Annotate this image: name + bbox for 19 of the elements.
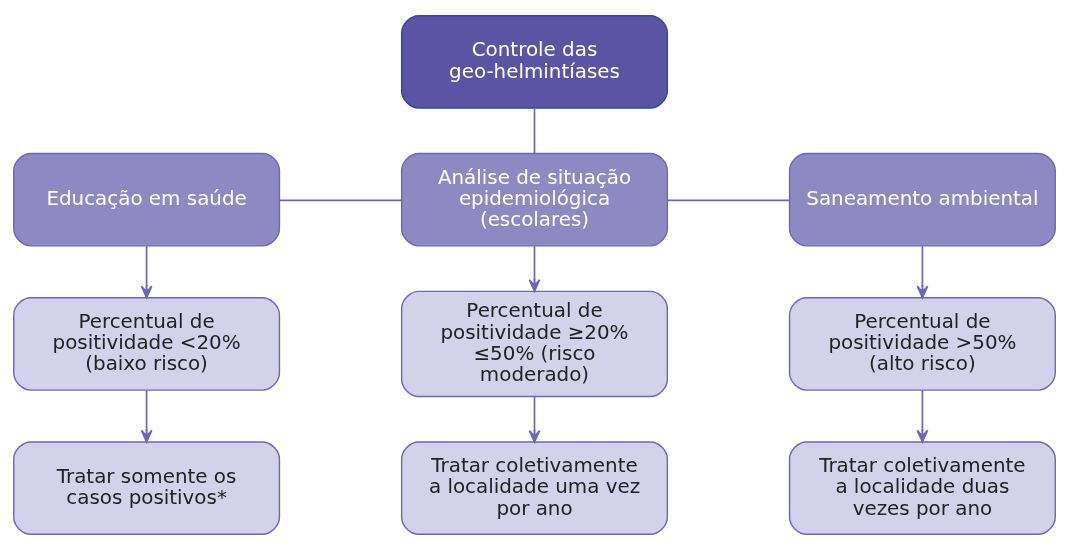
connector [278,199,402,202]
connector [533,107,536,155]
arrow [140,245,153,299]
node-box: Percentual de positividade <20% (baixo risco) [13,297,281,391]
node-box: Percentual de positividade >50% (alto risco) [788,297,1056,391]
arrow [916,389,929,443]
node-box: Tratar coletivamente a localidade uma vez por ano [400,441,669,536]
node-box: Saneamento ambiental [788,152,1056,247]
arrow [528,395,541,443]
node-box: Controle das geo-helmintíases [400,14,669,109]
node-box: Análise de situação epidemiológica (escolares) [400,152,669,247]
arrow [528,245,541,292]
node-box: Educação em saúde [13,152,281,247]
arrow [140,389,153,443]
arrow [916,245,929,299]
node-box: Tratar coletivamente a localidade duas vezes por ano [788,441,1056,536]
node-box: Percentual de positividade ≥20% ≤50% (risco moderado) [400,290,669,398]
node-box: Tratar somente os casos positivos* [13,441,281,536]
connector [666,199,790,202]
